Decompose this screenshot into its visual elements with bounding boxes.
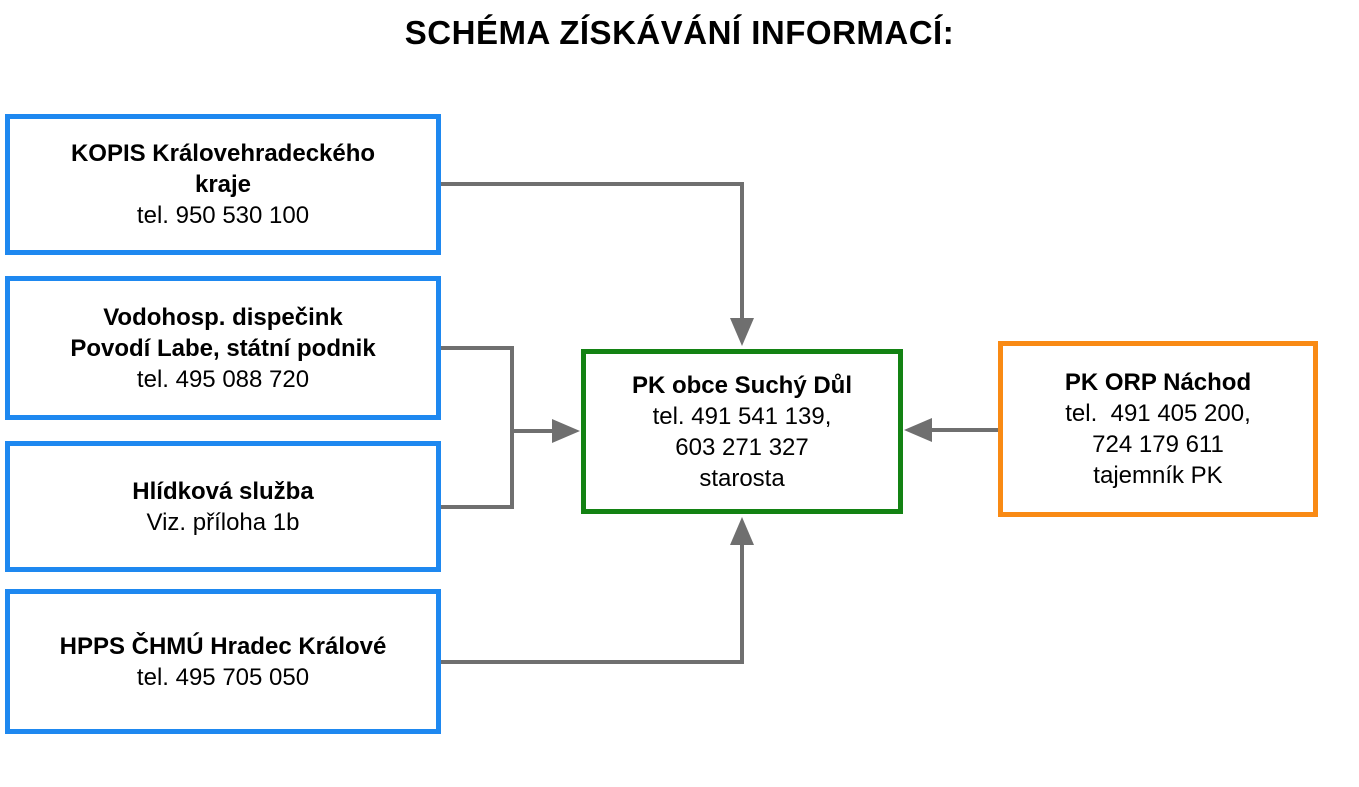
node-hlidka: Hlídková služba Viz. příloha 1b <box>5 441 441 572</box>
node-pk-orp-name: PK ORP Náchod <box>1064 369 1252 396</box>
node-povodi: Vodohosp. dispečink Povodí Labe, státní … <box>5 276 441 420</box>
diagram-title: SCHÉMA ZÍSKÁVÁNÍ INFORMACÍ: <box>404 14 955 51</box>
node-kopis-phone: tel. 950 530 100 <box>136 202 310 229</box>
arrowhead-down-icon <box>730 318 754 346</box>
node-hlidka-detail: Viz. příloha 1b <box>146 508 300 536</box>
arrowhead-left-icon <box>904 418 932 442</box>
edge-povodi-branch <box>441 346 514 509</box>
node-pk-orp-role: tajemník PK <box>1093 462 1223 489</box>
node-pk-orp-phone-2: 724 179 611 <box>1092 431 1224 458</box>
node-kopis: KOPIS Královehradeckého kraje tel. 950 5… <box>5 114 441 255</box>
arrowhead-up-icon <box>730 517 754 545</box>
edge-kopis-to-pk-obce <box>441 182 744 322</box>
node-chmu: HPPS ČHMÚ Hradec Králové tel. 495 705 05… <box>5 589 441 734</box>
node-pk-obce-phone-2: 603 271 327 <box>675 433 809 461</box>
node-chmu-phone: tel. 495 705 050 <box>136 663 310 691</box>
node-kopis-name-1: KOPIS Královehradeckého <box>70 140 376 167</box>
node-pk-orp: PK ORP Náchod tel. 491 405 200, 724 179 … <box>998 341 1318 517</box>
node-pk-obce-phone-1: tel. 491 541 139, <box>652 402 832 430</box>
node-pk-obce-name: PK obce Suchý Důl <box>631 371 853 399</box>
node-pk-obce-role: starosta <box>699 464 785 492</box>
node-hlidka-name: Hlídková služba <box>132 477 314 505</box>
node-kopis-name-2: kraje <box>194 171 252 198</box>
node-chmu-name: HPPS ČHMÚ Hradec Králové <box>59 632 387 660</box>
node-pk-obce: PK obce Suchý Důl tel. 491 541 139, 603 … <box>581 349 903 514</box>
node-povodi-name-1: Vodohosp. dispečink <box>103 303 343 331</box>
node-povodi-phone: tel. 495 088 720 <box>136 365 310 393</box>
edge-chmu-to-pk-obce <box>441 541 744 664</box>
node-povodi-name-2: Povodí Labe, státní podnik <box>70 334 376 362</box>
node-pk-orp-phone-1: tel. 491 405 200, <box>1065 400 1251 427</box>
arrowhead-right-icon <box>552 419 580 443</box>
